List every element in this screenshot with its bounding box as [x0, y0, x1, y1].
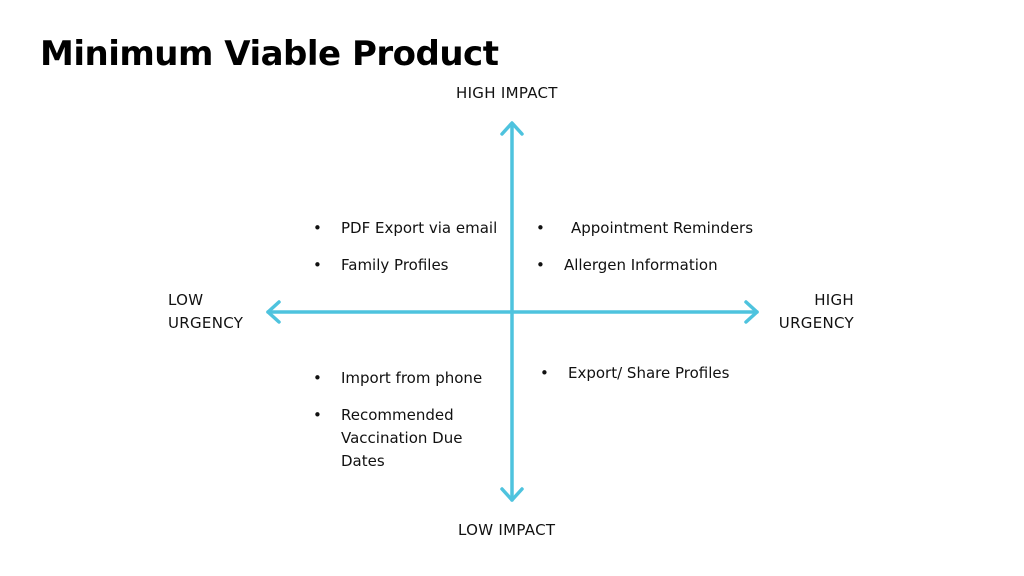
- axis-label-high-impact: HIGH IMPACT: [456, 84, 558, 102]
- quadrant-low-impact-high-urgency: Export/ Share Profiles: [540, 362, 729, 385]
- list-item: Family Profiles: [313, 254, 497, 277]
- right-arrowhead: [744, 300, 759, 324]
- axis-label-urgency-line: URGENCY: [168, 314, 244, 332]
- list-item: Allergen Information: [536, 254, 753, 277]
- axis-label-high-urgency: HIGH URGENCY: [770, 289, 854, 335]
- quadrant-high-impact-low-urgency: PDF Export via email Family Profiles: [313, 217, 497, 291]
- list-item: Recommended Vaccination Due Dates: [313, 404, 488, 473]
- page-title: Minimum Viable Product: [40, 34, 499, 74]
- axis-label-low-line: LOW: [168, 291, 204, 309]
- axis-label-low-impact: LOW IMPACT: [458, 521, 556, 539]
- up-arrowhead: [500, 121, 524, 136]
- axis-label-low-urgency: LOW URGENCY: [168, 289, 243, 335]
- list-item: Appointment Reminders: [536, 217, 753, 240]
- axis-label-high-line: HIGH: [814, 291, 854, 309]
- down-arrowhead: [500, 487, 524, 502]
- left-arrowhead: [266, 300, 281, 324]
- list-item: Import from phone: [313, 367, 488, 390]
- quadrant-high-impact-high-urgency: Appointment Reminders Allergen Informati…: [536, 217, 753, 291]
- quadrant-low-impact-low-urgency: Import from phone Recommended Vaccinatio…: [313, 367, 488, 487]
- list-item: Export/ Share Profiles: [540, 362, 729, 385]
- list-item: PDF Export via email: [313, 217, 497, 240]
- axis-label-urgency-line: URGENCY: [778, 314, 854, 332]
